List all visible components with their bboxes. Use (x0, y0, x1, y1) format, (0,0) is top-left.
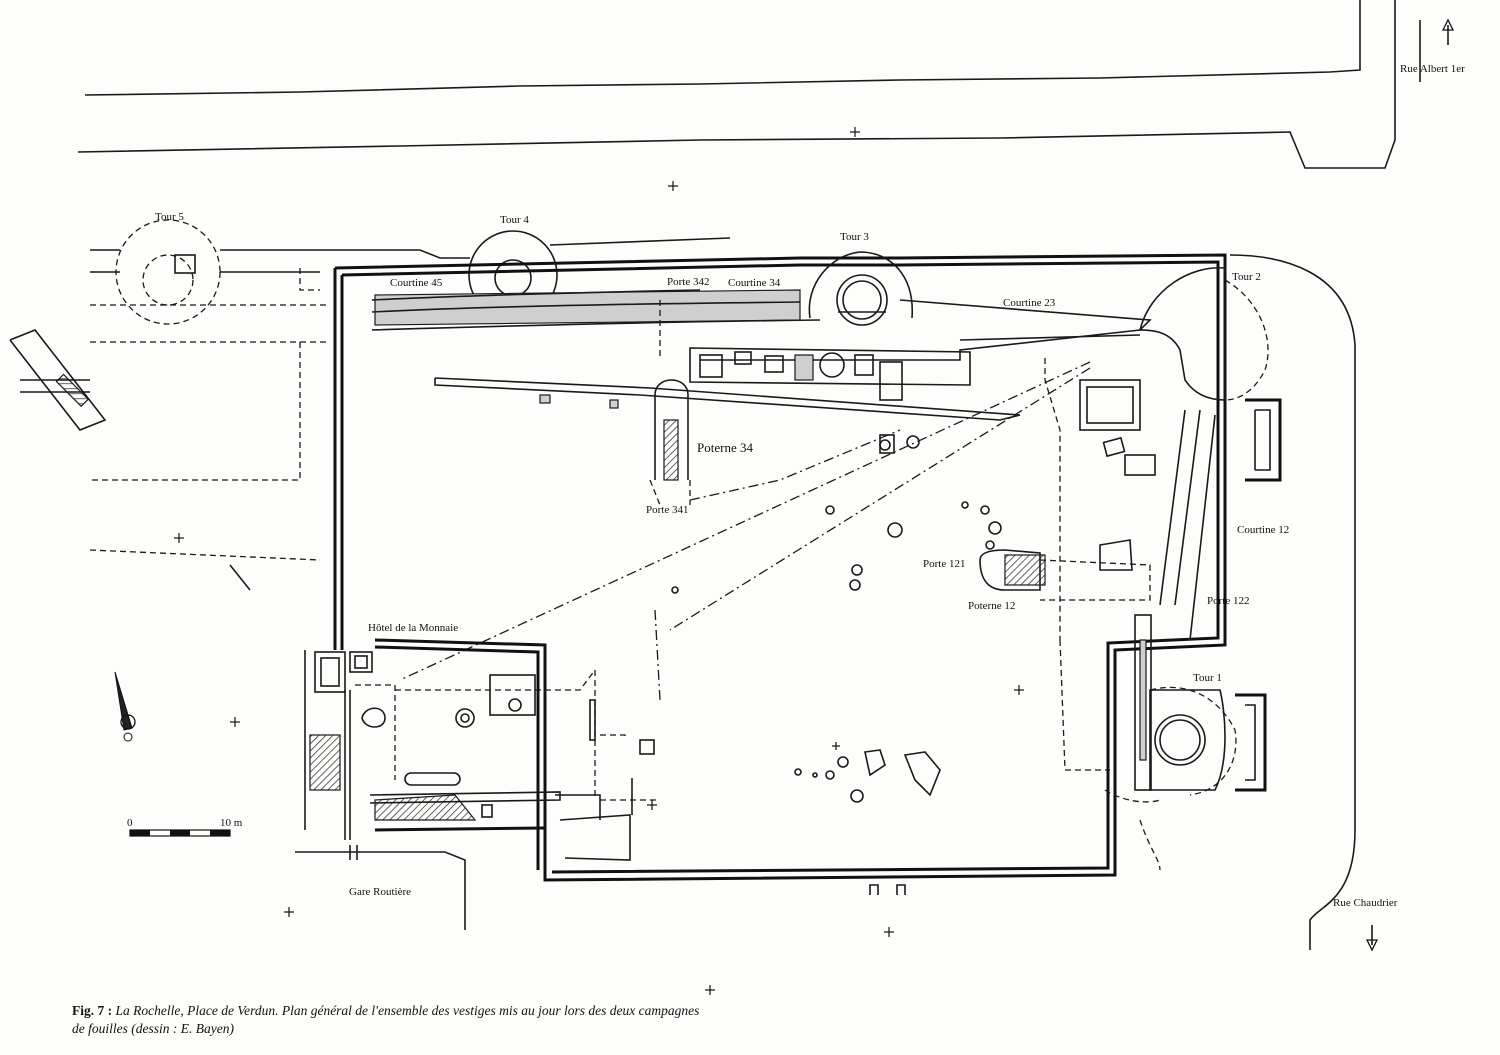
label-courtine23: Courtine 23 (1003, 297, 1056, 309)
compass-icon (114, 671, 136, 742)
label-rue-chaudrier: Rue Chaudrier (1333, 897, 1398, 909)
hotel-monnaie-structure (304, 638, 660, 870)
south-arrow-icon (1365, 925, 1379, 952)
cross-7 (284, 907, 294, 917)
survey-markers (174, 127, 1024, 995)
gare-routiere-structure (295, 845, 906, 930)
tour1-structure (1059, 614, 1267, 803)
north-arrow-icon (1441, 18, 1455, 45)
post-holes (671, 434, 1002, 803)
cross-4 (230, 717, 240, 727)
north-interior-features (434, 347, 1021, 421)
east-structures (979, 358, 1282, 641)
cross-3 (174, 533, 184, 543)
diagonal-trace (399, 361, 1091, 701)
poterne34-structure (649, 300, 691, 506)
label-porte121: Porte 121 (923, 558, 965, 570)
courtine-walls (371, 289, 1152, 361)
caption-text: La Rochelle, Place de Verdun. Plan génér… (72, 1003, 700, 1036)
cross-1 (850, 127, 860, 137)
cross-5 (1014, 685, 1024, 695)
cross-2 (668, 181, 678, 191)
label-hotel-monnaie: Hôtel de la Monnaie (368, 622, 458, 634)
label-courtine34: Courtine 34 (728, 277, 781, 289)
label-poterne12: Poterne 12 (968, 600, 1015, 612)
caption-fig-number: Fig. 7 : (72, 1003, 113, 1018)
excavation-enclosure (299, 253, 1227, 882)
figure-caption: Fig. 7 : La Rochelle, Place de Verdun. P… (72, 1002, 712, 1038)
label-tour3: Tour 3 (840, 231, 869, 243)
plan-labels: Tour 5 Tour 4 Tour 3 Tour 2 Tour 1 Court… (127, 63, 1465, 909)
label-tour1: Tour 1 (1193, 672, 1222, 684)
label-poterne34: Poterne 34 (697, 440, 753, 455)
label-porte342: Porte 342 (667, 276, 709, 288)
cross-9 (705, 985, 715, 995)
tour5-structure (115, 219, 221, 325)
label-porte341: Porte 341 (646, 504, 688, 516)
label-porte122: Porte 122 (1207, 595, 1249, 607)
scale-bar (129, 829, 231, 837)
west-remnants (9, 249, 470, 591)
label-tour2: Tour 2 (1232, 271, 1261, 283)
label-courtine45: Courtine 45 (390, 277, 443, 289)
scale-label-ten: 10 m (220, 817, 243, 829)
cross-6 (647, 800, 657, 810)
label-tour5: Tour 5 (155, 211, 184, 223)
label-gare-routiere: Gare Routière (349, 886, 411, 898)
label-tour4: Tour 4 (500, 214, 529, 226)
cross-10 (832, 742, 840, 750)
cross-8 (884, 927, 894, 937)
tour3-structure (808, 251, 913, 326)
east-street-outline (1139, 254, 1356, 950)
label-rue-albert: Rue Albert 1er (1400, 63, 1465, 75)
street-outline (77, 0, 1421, 169)
scale-label-zero: 0 (127, 817, 133, 829)
label-courtine12: Courtine 12 (1237, 524, 1289, 536)
tour2-structure (1138, 267, 1269, 401)
